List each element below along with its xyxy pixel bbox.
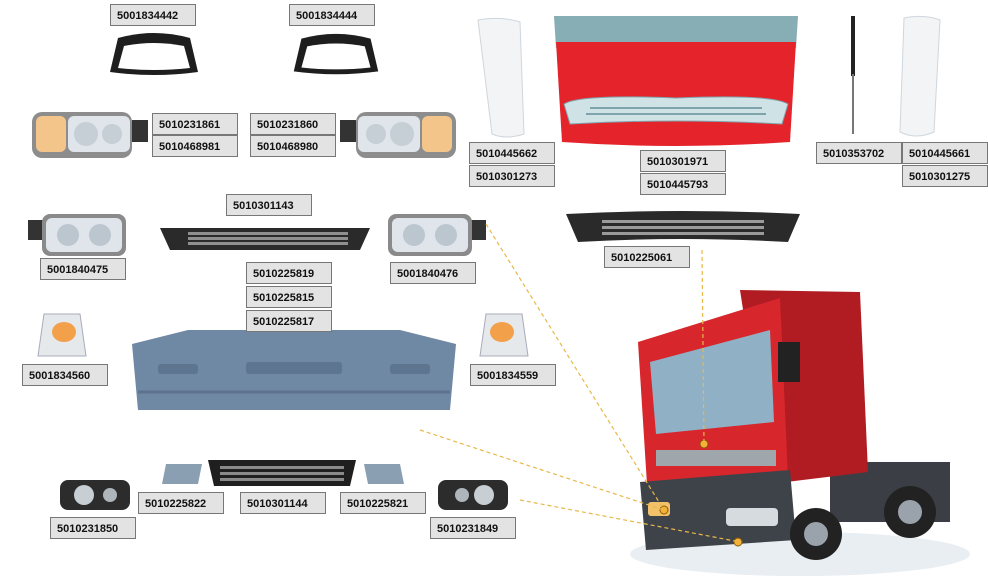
upper-lower-grille-icon xyxy=(566,211,800,242)
part-label: 5010225061 xyxy=(604,246,690,268)
part-label: 5001834444 xyxy=(289,4,375,26)
headlamp-surround-left-icon xyxy=(110,33,198,75)
headlamp-surround-right-icon xyxy=(293,33,379,75)
part-label: 5010231849 xyxy=(430,517,516,539)
indicator-right-icon xyxy=(479,313,529,357)
foglamp-right-icon xyxy=(438,480,508,510)
part-label: 5010468981 xyxy=(152,135,238,157)
part-label: 5010225819 xyxy=(246,262,332,284)
part-label: 5010225822 xyxy=(138,492,224,514)
part-label: 5001840476 xyxy=(390,262,476,284)
headlamp-rh-icon xyxy=(32,112,148,158)
part-label: 5010445793 xyxy=(640,173,726,195)
cover-left-icon xyxy=(162,464,202,484)
part-label: 5010225815 xyxy=(246,286,332,308)
part-label: 5010445662 xyxy=(469,142,555,164)
part-label: 5001840475 xyxy=(40,258,126,280)
front-grille-icon xyxy=(554,16,798,146)
part-label: 5010231860 xyxy=(250,113,336,135)
part-label: 5001834442 xyxy=(110,4,196,26)
part-label: 5010301273 xyxy=(469,165,555,187)
headlamp-left-icon xyxy=(28,214,126,256)
indicator-left-icon xyxy=(37,313,87,357)
part-label: 5010301971 xyxy=(640,150,726,172)
part-label: 5010353702 xyxy=(816,142,902,164)
part-label: 5010225817 xyxy=(246,310,332,332)
part-label: 5010231850 xyxy=(50,517,136,539)
bumper-icon xyxy=(132,330,456,410)
part-label: 5010301143 xyxy=(226,194,312,216)
cover-right-icon xyxy=(364,464,404,484)
part-label: 5010225821 xyxy=(340,492,426,514)
part-label: 5010468980 xyxy=(250,135,336,157)
deflector-right-icon xyxy=(899,15,941,137)
part-label: 5010445661 xyxy=(902,142,988,164)
headlamp-lh-icon xyxy=(340,112,456,158)
gas-strut-icon xyxy=(851,16,855,134)
part-label: 5001834559 xyxy=(470,364,556,386)
headlamp-right-icon xyxy=(388,214,486,256)
part-label: 5010231861 xyxy=(152,113,238,135)
foglamp-left-icon xyxy=(60,480,130,510)
part-label: 5010301144 xyxy=(240,492,326,514)
lower-mesh-icon xyxy=(208,460,356,486)
bumper-grille-icon xyxy=(160,228,370,250)
part-label: 5001834560 xyxy=(22,364,108,386)
deflector-left-icon xyxy=(477,17,525,138)
part-label: 5010301275 xyxy=(902,165,988,187)
